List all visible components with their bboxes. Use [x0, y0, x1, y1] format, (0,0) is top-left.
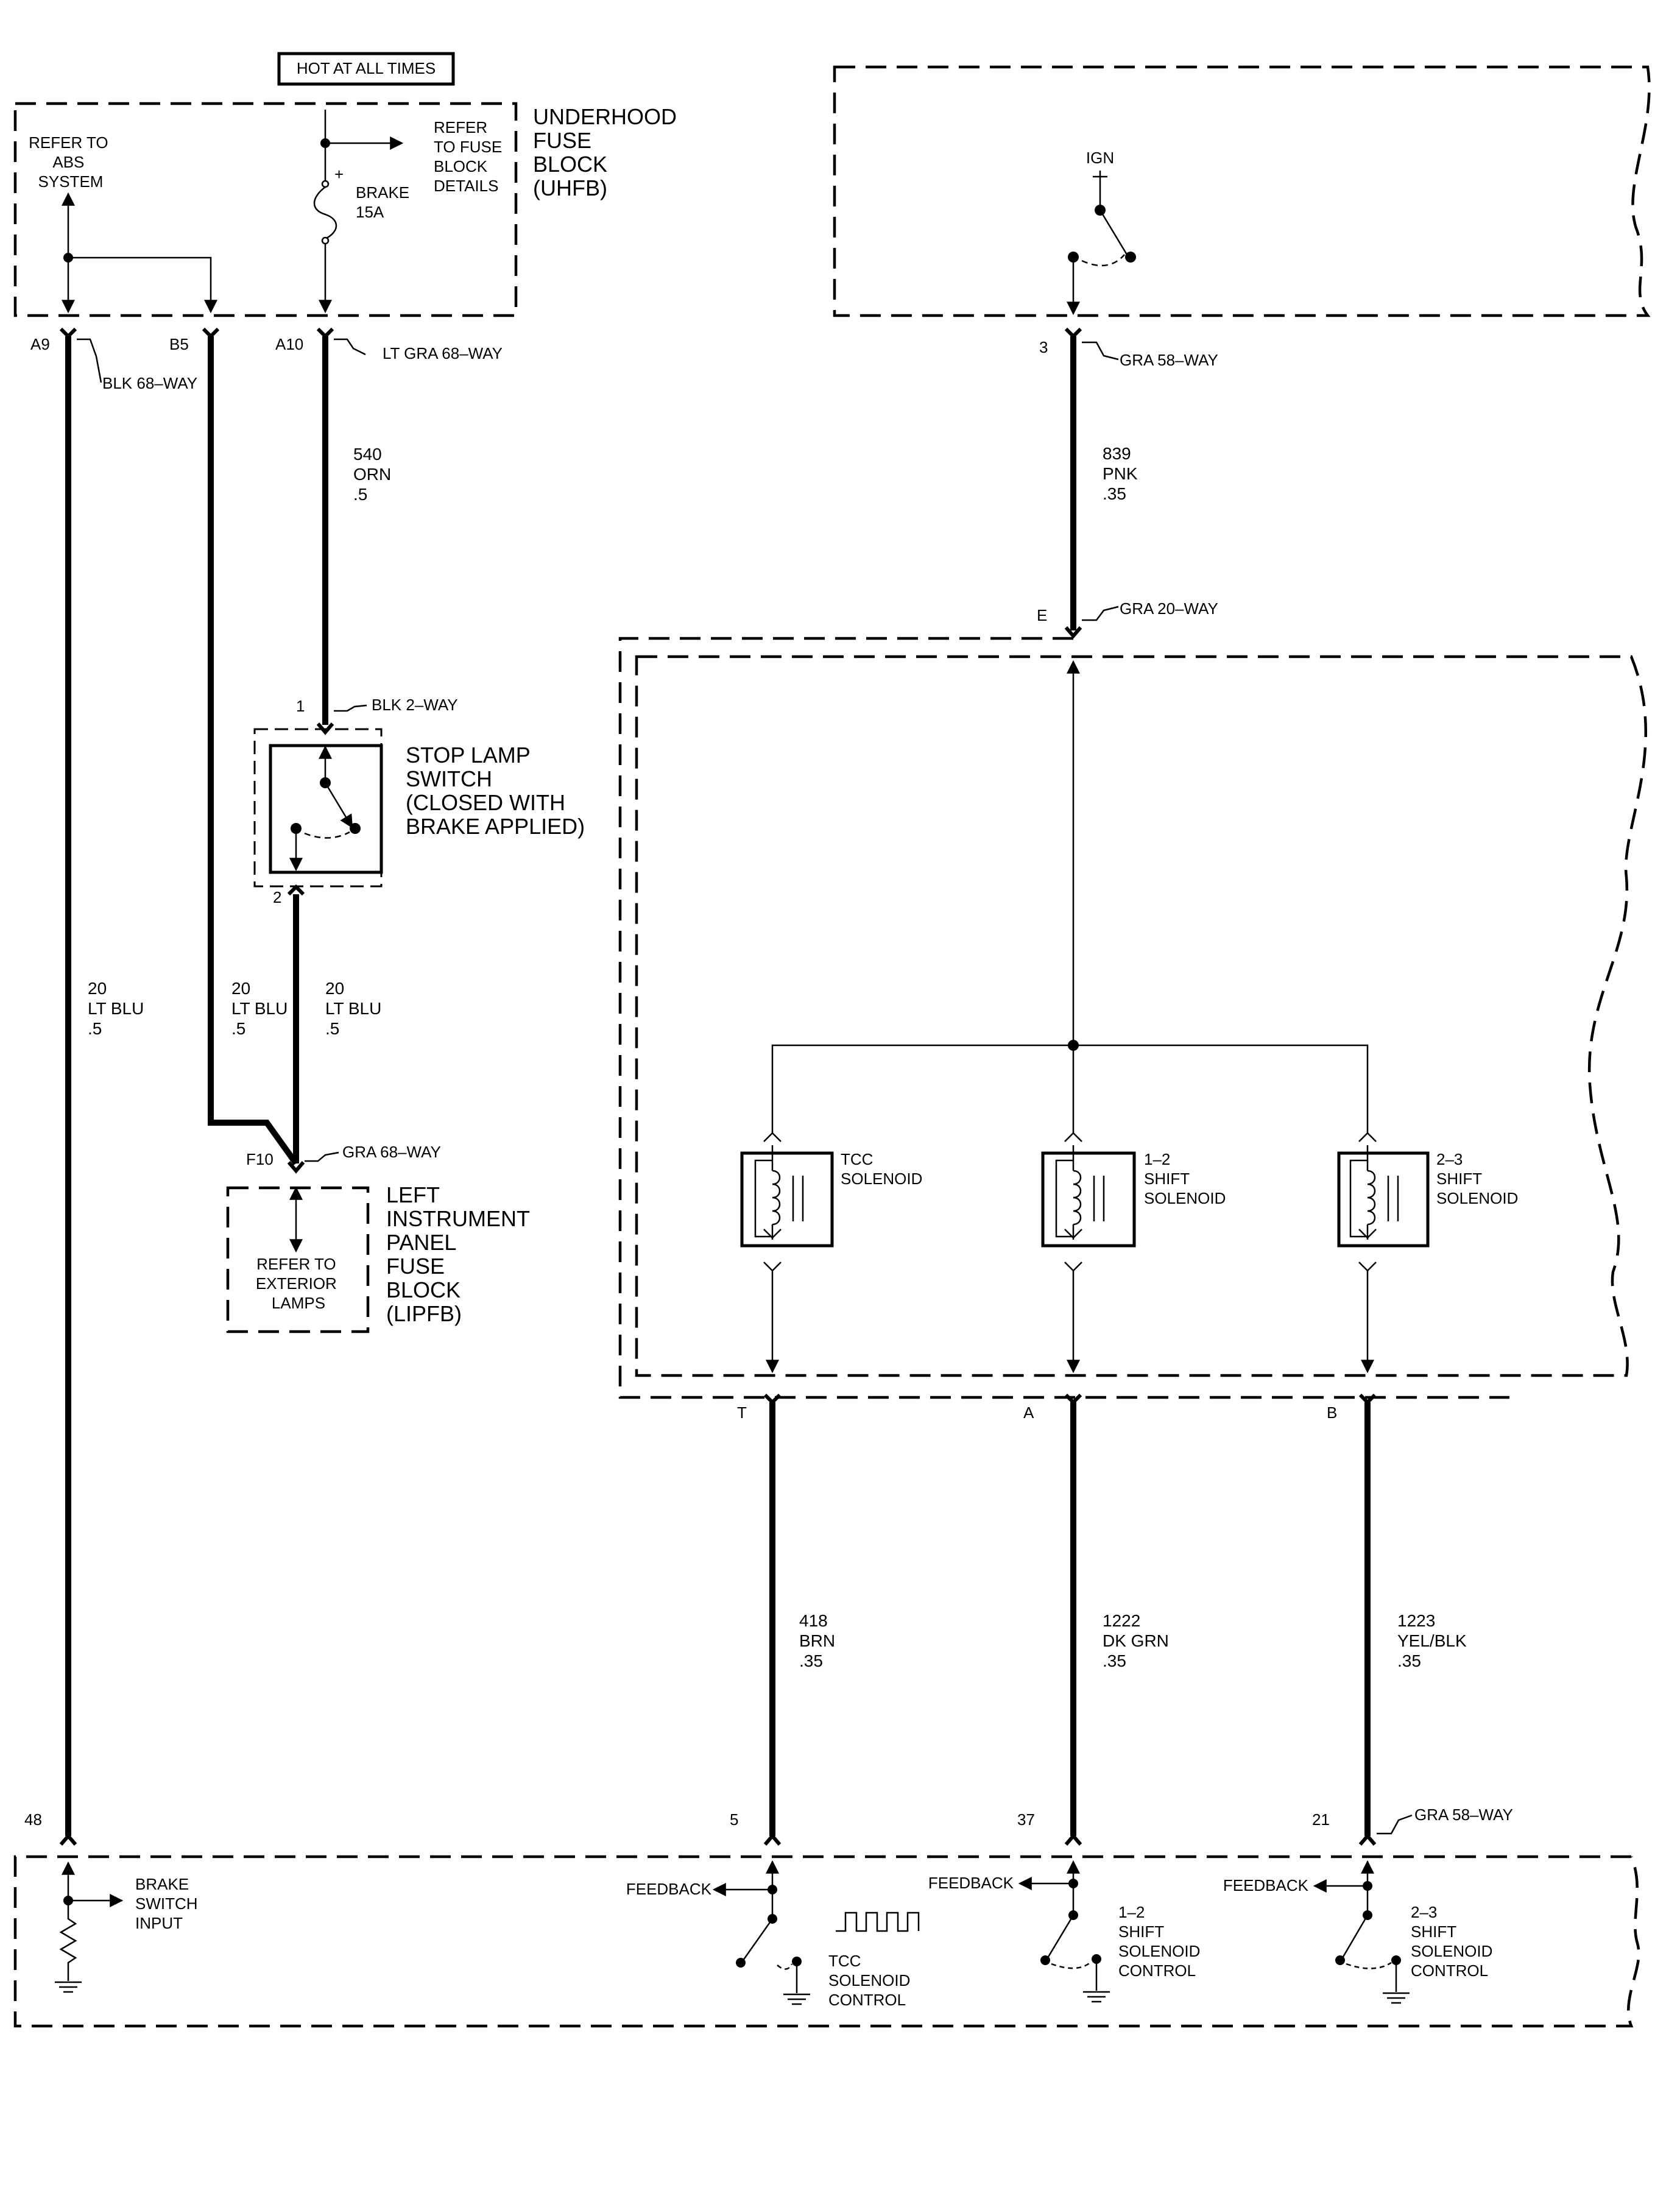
ground-icon	[783, 1993, 810, 2005]
wire-a10-540	[316, 327, 334, 735]
feedback-label-3: FEEDBACK	[1223, 1876, 1309, 1894]
shift-solenoid-1-2-control-circuit	[1018, 1860, 1110, 2003]
connector-a9: A9	[30, 335, 50, 353]
shift-solenoid-2-3-control-label: 2–3 SHIFT SOLENOID CONTROL	[1411, 1903, 1497, 1980]
connector-3: 3	[1039, 338, 1048, 356]
connector-a10: A10	[275, 335, 303, 353]
shift-solenoid-2-3-control-circuit	[1313, 1860, 1410, 2004]
tcc-solenoid	[740, 1145, 834, 1248]
shift-solenoid-1-2-control-label: 1–2 SHIFT SOLENOID CONTROL	[1118, 1903, 1205, 1980]
svg-text:HOT AT ALL TIMES: HOT AT ALL TIMES	[297, 59, 436, 77]
wire-1223-label: 1223 YEL/BLK .35	[1397, 1611, 1471, 1670]
wire-418-label: 418 BRN .35	[799, 1611, 840, 1670]
connector-5: 5	[730, 1810, 738, 1829]
uhfb-box: UNDERHOOD FUSE BLOCK (UHFB) REFER TO ABS…	[13, 102, 683, 317]
ign-label: IGN	[1086, 149, 1114, 167]
lipfb-ref-label: REFER TO EXTERIOR LAMPS	[256, 1255, 341, 1312]
fuse-ref-label: REFER TO FUSE BLOCK DETAILS	[434, 118, 506, 195]
wire-20-ltblu-a-label: 20 LT BLU .5	[88, 979, 149, 1038]
connector-2: 2	[273, 888, 281, 906]
brake-fuse-label: BRAKE 15A	[356, 183, 414, 221]
wire-839-label: 839 PNK .35	[1103, 444, 1142, 503]
lipfb-box: REFER TO EXTERIOR LAMPS	[226, 1186, 370, 1333]
connector-gra58-bottom: GRA 58–WAY	[1414, 1806, 1513, 1824]
connector-blk2: BLK 2–WAY	[372, 696, 458, 714]
connector-21: 21	[1312, 1810, 1330, 1829]
wire-1223-yelblk	[1358, 1393, 1377, 1846]
pcm-box	[13, 1855, 1640, 2028]
transmission-outer-box	[618, 637, 1509, 1399]
connector-b: B	[1327, 1403, 1337, 1422]
connector-gra20: GRA 20–WAY	[1120, 599, 1218, 618]
wire-1222-dkgrn	[1064, 1393, 1082, 1846]
wire-b5	[202, 327, 299, 1165]
shift-solenoid-1-2-label: 1–2 SHIFT SOLENOID	[1144, 1150, 1226, 1207]
hot-at-all-times-label: HOT AT ALL TIMES	[277, 52, 455, 86]
wire-a9-to-48	[59, 327, 77, 1846]
shift-solenoid-1-2	[1041, 1145, 1136, 1248]
uhfb-title: UNDERHOOD FUSE BLOCK (UHFB)	[533, 104, 683, 200]
connector-t: T	[737, 1403, 747, 1422]
solenoid-output-leads	[763, 1262, 1377, 1374]
stop-lamp-switch	[253, 728, 383, 888]
wire-stop-lamp-to-f10	[287, 884, 305, 1174]
ground-icon	[1083, 1991, 1110, 2003]
ground-icon	[1383, 1992, 1410, 2004]
wire-20-ltblu-b-label: 20 LT BLU .5	[231, 979, 292, 1038]
connector-gra58-top: GRA 58–WAY	[1120, 351, 1218, 369]
brake-switch-input-label: BRAKE SWITCH INPUT	[135, 1875, 202, 1932]
tcc-solenoid-label: TCC SOLENOID	[841, 1150, 922, 1188]
connector-blk68: BLK 68–WAY	[102, 374, 197, 392]
tcc-solenoid-control-label: TCC SOLENOID CONTROL	[828, 1952, 915, 2009]
shift-solenoid-2-3-label: 2–3 SHIFT SOLENOID	[1436, 1150, 1518, 1207]
lipfb-title: LEFT INSTRUMENT PANEL FUSE BLOCK (LIPFB)	[386, 1182, 535, 1326]
connector-1: 1	[296, 697, 305, 715]
transmission-inner-box	[635, 655, 1647, 1377]
connector-a: A	[1023, 1403, 1034, 1422]
feedback-label-1: FEEDBACK	[626, 1880, 712, 1898]
fuse-plus-sign: +	[334, 165, 344, 183]
shift-solenoid-2-3	[1337, 1145, 1430, 1248]
connector-e: E	[1037, 606, 1047, 624]
ground-icon	[55, 1981, 82, 1993]
connector-b5: B5	[169, 335, 189, 353]
pwm-waveform-icon	[836, 1912, 920, 1932]
brake-fuse-icon	[313, 186, 337, 240]
connector-37: 37	[1017, 1810, 1035, 1829]
feedback-label-2: FEEDBACK	[928, 1874, 1014, 1892]
resistor-icon	[59, 1901, 77, 1981]
wire-1222-label: 1222 DK GRN .35	[1103, 1611, 1174, 1670]
wire-540-label: 540 ORN .5	[353, 445, 396, 504]
connector-gra68: GRA 68–WAY	[342, 1143, 441, 1161]
abs-ref-label: REFER TO ABS SYSTEM	[29, 133, 113, 191]
solenoid-feed-network	[763, 660, 1377, 1142]
wire-418-brn	[763, 1393, 782, 1846]
ignition-switch-box: IGN	[833, 65, 1651, 317]
stop-lamp-switch-label: STOP LAMP SWITCH (CLOSED WITH BRAKE APPL…	[406, 743, 585, 839]
connector-48: 48	[24, 1810, 42, 1829]
brake-switch-input-circuit	[55, 1861, 124, 1993]
wire-20-ltblu-c-label: 20 LT BLU .5	[325, 979, 386, 1038]
wire-839-pnk	[1064, 327, 1082, 639]
connector-ltgra68: LT GRA 68–WAY	[383, 344, 503, 362]
connector-f10: F10	[246, 1150, 274, 1168]
tcc-solenoid-control-circuit	[712, 1860, 920, 2005]
